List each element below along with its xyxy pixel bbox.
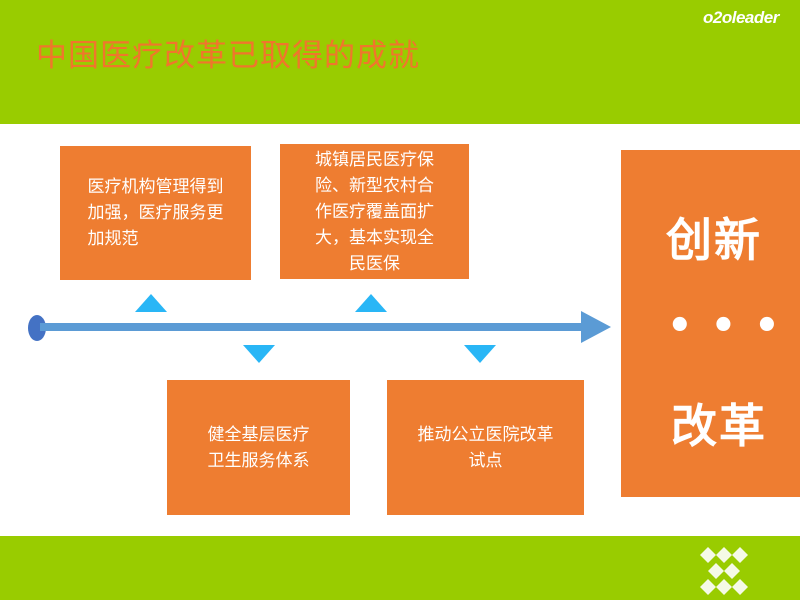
timeline-marker-down-icon (464, 345, 496, 363)
card-line: 大，基本实现全 (315, 227, 434, 248)
card-line: 加规范 (87, 229, 139, 249)
timeline-start-dot (28, 315, 46, 341)
brand-logo: o2oleader (703, 8, 779, 28)
diamond-grid-icon (700, 547, 748, 595)
card-line: 城镇居民医疗保 (315, 149, 434, 170)
slide-title: 中国医疗改革已取得的成就 (36, 38, 420, 74)
achievement-card-hospital-reform: 推动公立医院改革 试点 (387, 380, 584, 515)
achievement-card-primary-care: 健全基层医疗 卫生服务体系 (167, 380, 350, 515)
side-box-dots: ••• (667, 303, 798, 349)
innovation-reform-box: 创新 ••• 改革 (621, 150, 800, 497)
timeline-marker-up-icon (355, 294, 387, 312)
logo-text: o2oleader (703, 8, 779, 27)
timeline-arrow-icon (581, 311, 611, 343)
achievement-card-insurance: 城镇居民医疗保 险、新型农村合 作医疗覆盖面扩 大，基本实现全 民医保 (280, 144, 469, 279)
card-line: 险、新型农村合 (315, 175, 434, 196)
side-box-bottom-text: 改革 (671, 399, 767, 453)
achievement-card-management: 医疗机构管理得到 加强，医疗服务更 加规范 (60, 146, 251, 280)
timeline-marker-up-icon (135, 294, 167, 312)
card-line: 民医保 (349, 253, 400, 274)
card-line: 健全基层医疗 (207, 424, 310, 445)
card-line: 卫生服务体系 (207, 450, 310, 471)
card-line: 推动公立医院改革 (417, 424, 554, 445)
card-line: 加强，医疗服务更 (87, 203, 224, 223)
footer-band (0, 536, 800, 600)
side-box-top-text: 创新 (666, 213, 762, 267)
timeline-line (40, 323, 588, 331)
header-band (0, 0, 800, 124)
card-line: 医疗机构管理得到 (87, 177, 224, 197)
card-line: 试点 (468, 450, 503, 471)
timeline-marker-down-icon (243, 345, 275, 363)
card-line: 作医疗覆盖面扩 (315, 201, 434, 222)
